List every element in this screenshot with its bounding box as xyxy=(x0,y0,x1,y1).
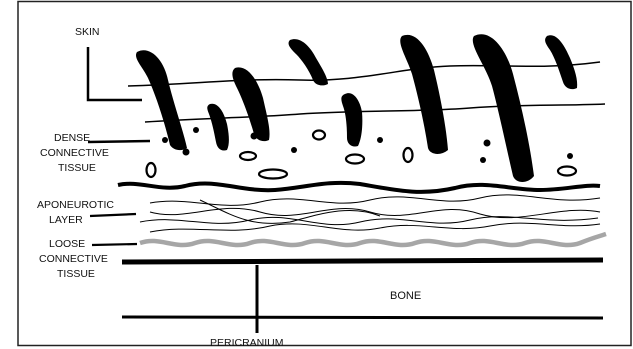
duct xyxy=(558,167,576,176)
dense-tissue-pointer xyxy=(88,141,150,142)
hair-follicle xyxy=(232,67,269,141)
pericranium-line xyxy=(122,260,603,262)
gland xyxy=(291,147,297,153)
hair-follicle xyxy=(545,35,577,89)
label-pericranium: PERICRANIUM xyxy=(210,337,284,349)
hair-follicle xyxy=(341,93,362,146)
label-dense-line-1: DENSE xyxy=(54,132,90,144)
duct xyxy=(240,152,256,160)
label-loose-line-2: CONNECTIVE xyxy=(39,253,108,265)
gland xyxy=(162,137,168,143)
gland xyxy=(251,133,258,140)
label-aponeurotic-line-2: LAYER xyxy=(49,214,83,226)
label-loose-line-3: TISSUE xyxy=(57,268,95,280)
duct xyxy=(313,131,325,140)
aponeurotic-fiber xyxy=(200,200,380,223)
hair-follicle xyxy=(289,39,328,85)
label-bone: BONE xyxy=(390,290,421,302)
aponeurotic-fiber xyxy=(150,208,600,217)
duct xyxy=(346,155,364,164)
gland xyxy=(567,153,573,159)
loose-tissue-pointer xyxy=(92,244,137,245)
label-skin: SKIN xyxy=(75,26,100,38)
gland xyxy=(193,127,199,133)
duct xyxy=(259,170,287,179)
label-loose-line-1: LOOSE xyxy=(49,238,85,250)
aponeurotic-fiber xyxy=(150,195,600,206)
duct xyxy=(404,148,413,162)
skin-surface-line xyxy=(128,62,600,86)
hair-follicle xyxy=(136,50,187,150)
bone-bottom-line xyxy=(122,317,603,318)
gland xyxy=(480,157,486,163)
gland xyxy=(377,137,383,143)
gland xyxy=(183,149,190,156)
label-dense-line-2: CONNECTIVE xyxy=(40,147,109,159)
diagram-border xyxy=(18,2,631,346)
label-aponeurotic-line-1: APONEUROTIC xyxy=(37,199,114,211)
hair-follicle xyxy=(400,35,448,154)
aponeurotic-pointer xyxy=(90,214,136,216)
loose-connective-tissue xyxy=(140,234,606,245)
duct xyxy=(147,163,156,177)
skin-pointer xyxy=(88,47,142,100)
aponeurotic-fiber xyxy=(150,223,600,232)
gland xyxy=(484,140,491,147)
hair-follicle xyxy=(207,104,229,151)
dense-layer-bottom xyxy=(118,183,600,192)
label-dense-line-3: TISSUE xyxy=(58,162,96,174)
